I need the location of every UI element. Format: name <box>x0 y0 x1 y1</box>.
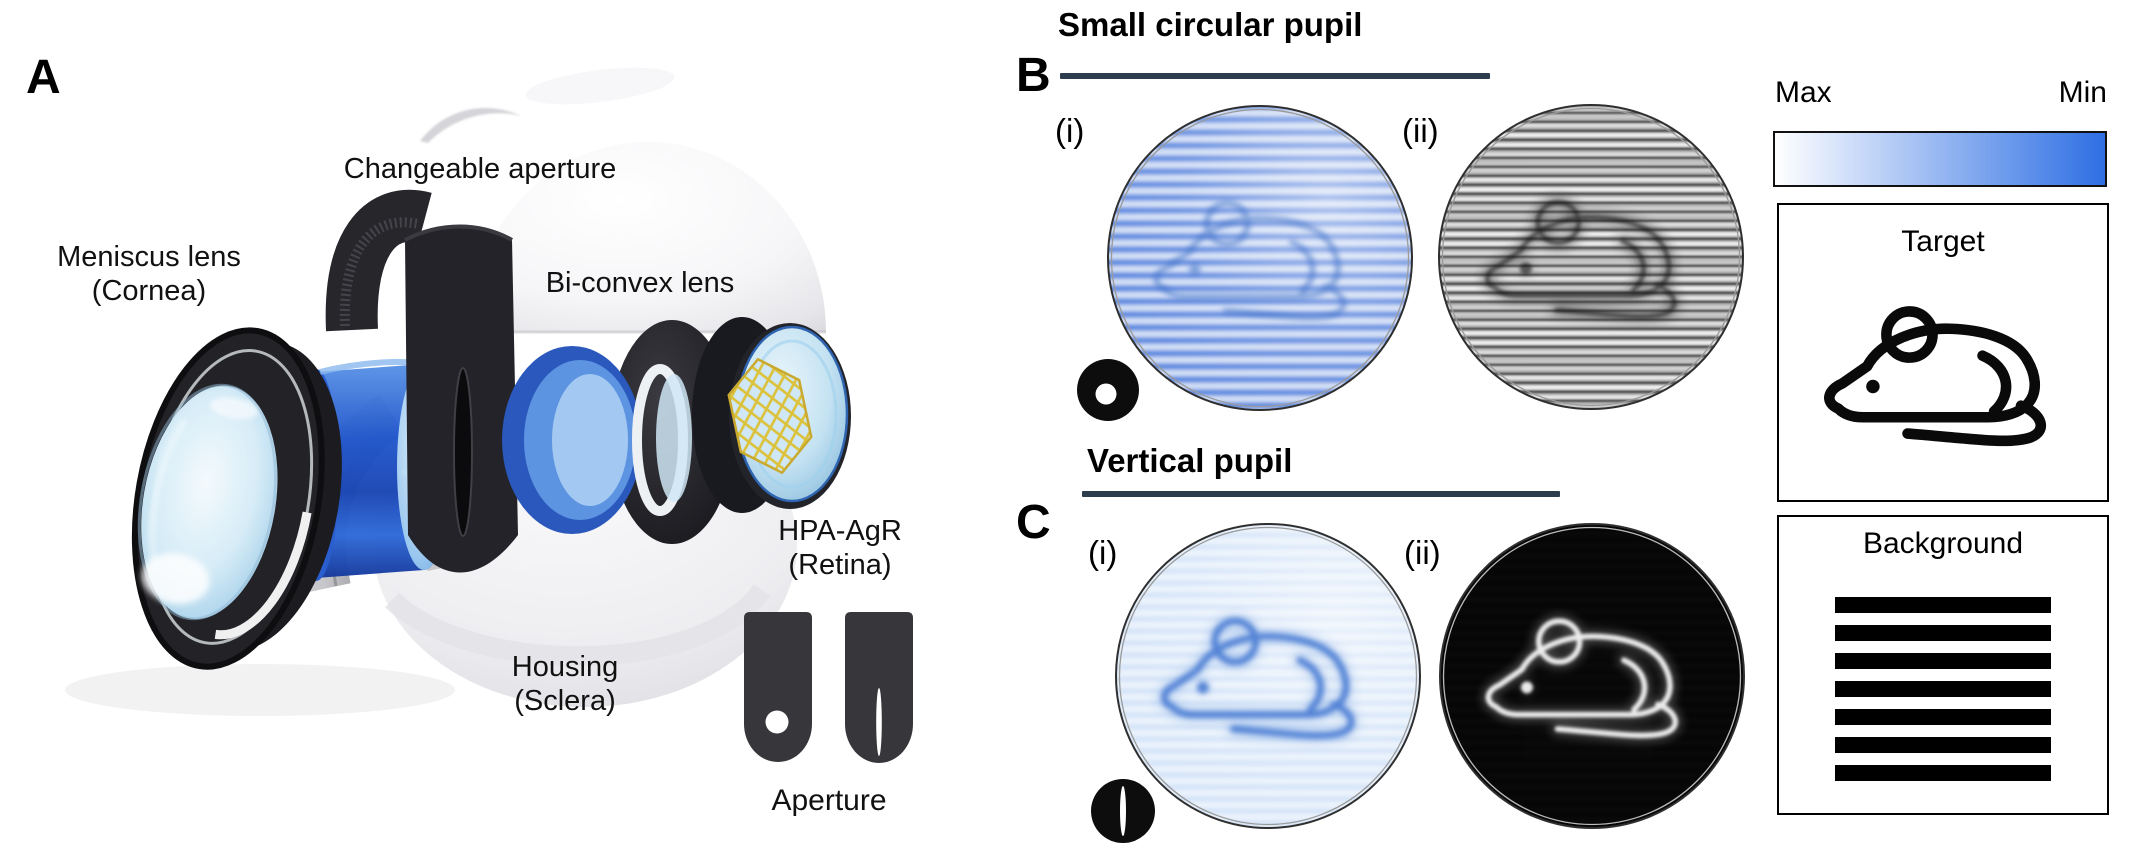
panel-b-title: Small circular pupil <box>1058 6 1363 43</box>
colorbar-max-label: Max <box>1775 76 1832 109</box>
meniscus-lens-render <box>131 327 342 670</box>
aperture-slit <box>453 367 473 537</box>
panel-a-label: A <box>26 51 61 104</box>
retina-render <box>692 317 851 513</box>
colorbar-gradient <box>1773 131 2107 187</box>
panel-b-image-ii <box>1438 104 1744 410</box>
background-stripe <box>1835 625 2051 641</box>
panel-a-render <box>65 67 913 763</box>
target-box-title: Target <box>1901 225 1985 258</box>
photodiode-hex-array <box>727 357 813 475</box>
label-meniscus-line1: Meniscus lens <box>57 241 241 273</box>
label-meniscus-line2: (Cornea) <box>91 275 207 308</box>
label-hpa-line2: (Retina) <box>788 549 892 582</box>
panel-c-title: Vertical pupil <box>1087 442 1293 479</box>
aperture-plates <box>744 612 913 763</box>
label-housing: Housing (Sclera) <box>490 650 640 718</box>
panel-b-label: B <box>1016 49 1051 102</box>
background-stripe <box>1835 737 2051 753</box>
label-meniscus-lens: Meniscus lens (Cornea) <box>38 240 260 308</box>
panel-c-header-rule <box>1082 491 1560 497</box>
label-biconvex-lens: Bi-convex lens <box>545 267 735 299</box>
panel-b-image-i <box>1107 105 1413 411</box>
background-box-title: Background <box>1862 527 2024 560</box>
panel-c-subfig-i-label: (i) <box>1088 534 1118 571</box>
panel-b-subfig-ii-label: (ii) <box>1402 112 1439 149</box>
changeable-aperture-sliver <box>420 108 521 143</box>
background-stripe <box>1835 653 2051 669</box>
mouse-icon <box>1828 310 2042 442</box>
circular-pupil-icon <box>1077 359 1139 421</box>
slit-aperture-plate-icon <box>845 612 913 763</box>
background-stripe <box>1835 597 2051 613</box>
target-box: Target <box>1777 203 2109 502</box>
panel-c-subfig-ii-label: (ii) <box>1404 534 1441 571</box>
background-stripe <box>1835 765 2051 781</box>
label-housing-line1: Housing <box>511 651 619 683</box>
label-aperture-caption: Aperture <box>771 784 887 817</box>
label-changeable-aperture: Changeable aperture <box>343 153 617 185</box>
vertical-slit-pupil-icon <box>1091 779 1155 843</box>
label-hpa-line1: HPA-AgR <box>778 515 902 547</box>
background-stripe <box>1835 709 2051 725</box>
background-stripes <box>1835 597 2051 781</box>
label-hpa-agr: HPA-AgR (Retina) <box>740 514 940 582</box>
panel-b-header-rule <box>1060 73 1490 79</box>
panel-c-label: C <box>1016 496 1051 549</box>
circular-aperture-plate-icon <box>744 612 812 762</box>
panel-c-image-ii <box>1439 523 1745 829</box>
panel-b-subfig-i-label: (i) <box>1055 112 1085 149</box>
colorbar-min-label: Min <box>2058 76 2107 109</box>
background-stripe <box>1835 681 2051 697</box>
panel-c-image-i <box>1115 523 1421 829</box>
background-box: Background <box>1777 515 2109 815</box>
eye-shell-dome <box>420 67 826 334</box>
label-housing-line2: (Sclera) <box>514 685 616 718</box>
aperture-holder-render <box>325 189 518 573</box>
